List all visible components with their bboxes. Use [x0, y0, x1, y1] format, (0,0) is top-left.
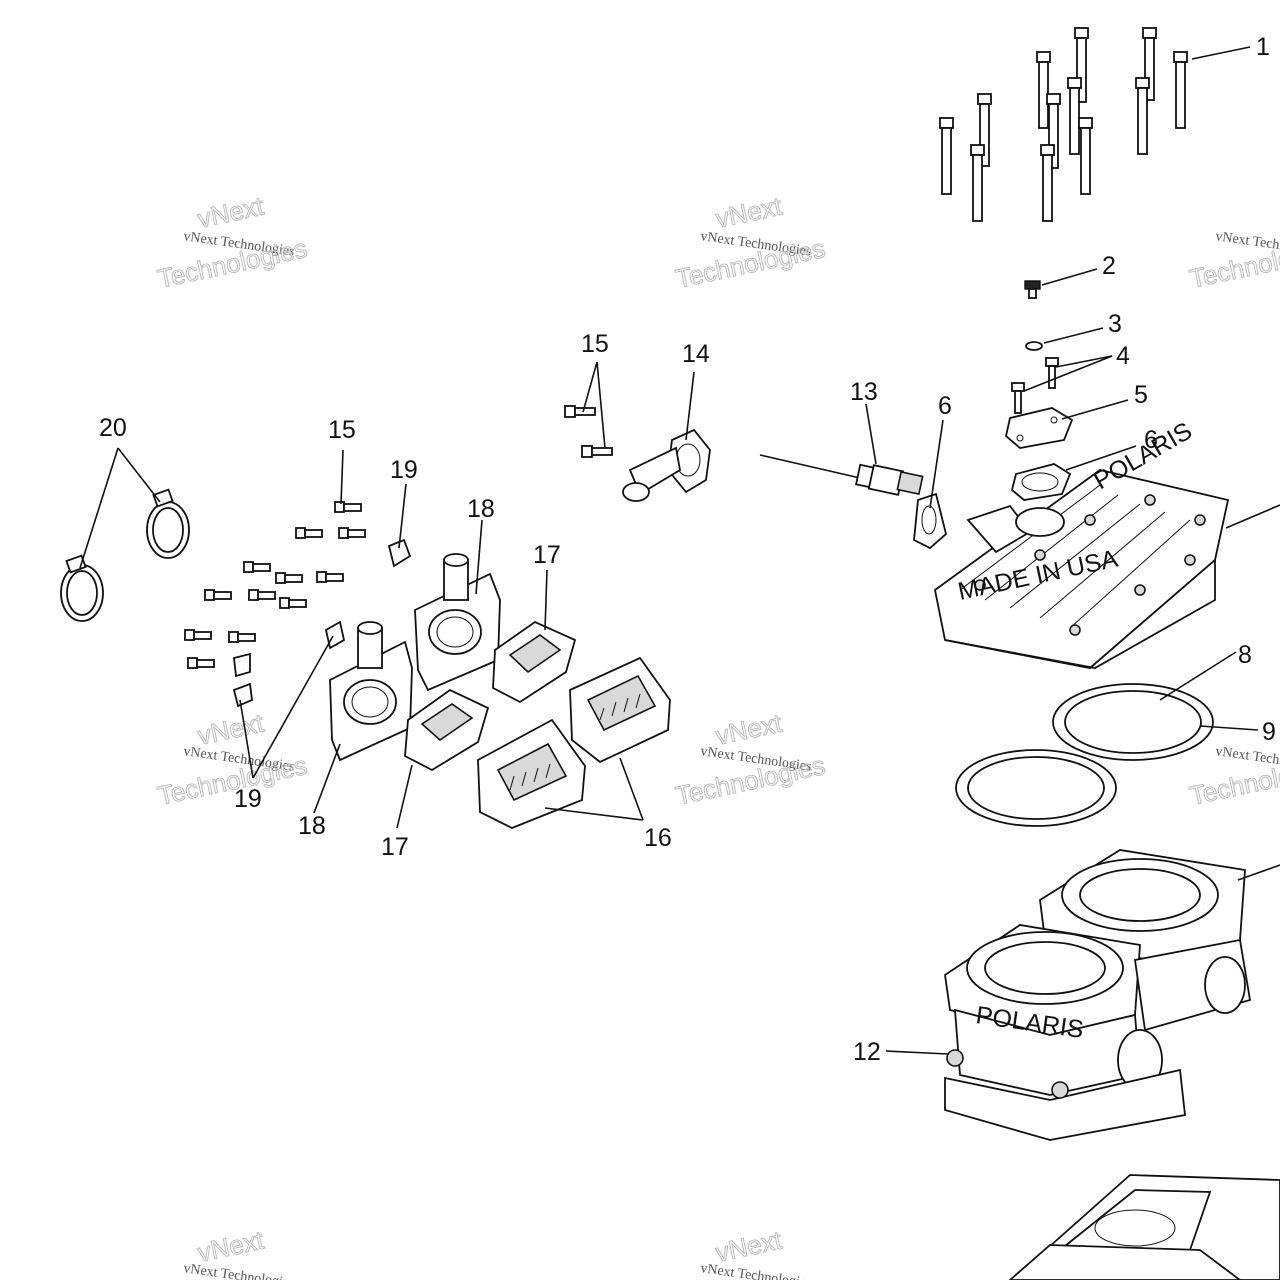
- item-16-reed-block-lower: [477, 718, 586, 829]
- screw: [243, 561, 271, 573]
- screw: [184, 629, 212, 641]
- callout-4: 4: [1116, 342, 1130, 370]
- svg-text:vNext: vNext: [195, 191, 267, 234]
- svg-text:vNext Technologies: vNext Technologies: [699, 1261, 812, 1280]
- callout-8: 8: [1238, 641, 1252, 669]
- svg-text:vNext: vNext: [713, 708, 785, 751]
- head-bolts: [939, 27, 1188, 222]
- callout-18-upper: 18: [467, 495, 495, 523]
- callout-labels: 1 2 3 4 5 6 6 8 9 12 13 14 15 15 16 17 1…: [99, 33, 1276, 1066]
- callout-17-upper: 17: [533, 541, 561, 569]
- item-17-stuffer-upper: [492, 620, 577, 704]
- item-14-outlet: [622, 428, 711, 502]
- base-gaskets: [1008, 1174, 1280, 1280]
- bolt: [1036, 51, 1051, 129]
- callout-3: 3: [1108, 310, 1122, 338]
- callout-15-left: 15: [328, 416, 356, 444]
- callout-6-lower: 6: [1144, 426, 1158, 454]
- callout-15-right: 15: [581, 330, 609, 358]
- screw: [316, 571, 344, 583]
- bolt: [1135, 77, 1150, 155]
- svg-text:vNext Technologies: vNext Technologies: [182, 1261, 295, 1280]
- screw: [187, 657, 215, 669]
- cylinder-block: POLARIS: [944, 849, 1252, 1141]
- bolt: [1142, 27, 1157, 101]
- item-18-reed-housing-upper: [414, 553, 501, 692]
- watermark-mid-right: vNext Technologies Technologies: [1187, 744, 1280, 811]
- watermark-top-right: vNext Technologies Technologies: [1187, 229, 1280, 294]
- watermark-top-mid: vNext vNext Technologies Technologies: [673, 190, 829, 294]
- bolt: [1046, 93, 1061, 169]
- callout-19-upper: 19: [390, 456, 418, 484]
- screw: [248, 589, 276, 601]
- item-4-screws: [1011, 357, 1059, 414]
- screw: [228, 631, 256, 643]
- item-6-gasket-upper: [1010, 463, 1072, 501]
- callout-19-lower: 19: [234, 785, 262, 813]
- callout-12: 12: [853, 1038, 881, 1066]
- cylinder-head: POLARIS MADE IN USA: [934, 417, 1230, 669]
- callout-9: 9: [1262, 718, 1276, 746]
- bolt: [1067, 77, 1082, 155]
- item-8-9-rings: [955, 683, 1214, 827]
- watermark-bottom-left: vNext vNext Technologies: [182, 1224, 295, 1280]
- item-5-cover-plate: [1005, 407, 1074, 449]
- watermark-mid-center: vNext vNext Technologies Technologies: [673, 707, 829, 811]
- item-17-stuffer-lower: [404, 688, 490, 772]
- callout-5: 5: [1134, 381, 1148, 409]
- item-13-sensor: [759, 454, 924, 496]
- svg-text:vNext: vNext: [713, 191, 785, 234]
- watermark-bottom-center: vNext vNext Technologies: [699, 1224, 812, 1280]
- bolt: [977, 93, 992, 167]
- item-16-reed-block-upper: [569, 656, 671, 764]
- item-15-screws-left: [184, 501, 366, 669]
- item-3-washer: [1025, 341, 1043, 351]
- bolt: [970, 144, 985, 222]
- screw: [275, 572, 303, 584]
- callout-16: 16: [644, 824, 672, 852]
- svg-text:vNext: vNext: [713, 1225, 785, 1268]
- screw: [204, 589, 232, 601]
- callout-18-lower: 18: [298, 812, 326, 840]
- item-20-hose-clamps: [60, 488, 190, 622]
- callout-14: 14: [682, 340, 710, 368]
- bolt: [1040, 144, 1055, 222]
- item-18-reed-housing-lower: [329, 621, 413, 762]
- leader-lines: [79, 46, 1280, 1055]
- bolt: [939, 117, 954, 195]
- callout-2: 2: [1102, 252, 1116, 280]
- screw: [334, 501, 362, 513]
- watermark-mid-left: vNext vNext Technologies Technologies: [155, 707, 311, 811]
- callout-20: 20: [99, 414, 127, 442]
- screw: [338, 527, 366, 539]
- callout-17-lower: 17: [381, 833, 409, 861]
- svg-text:vNext: vNext: [195, 708, 267, 751]
- callout-6-upper: 6: [938, 392, 952, 420]
- bolt: [1078, 117, 1093, 195]
- bolt: [1074, 27, 1089, 103]
- watermark-top-left: vNext vNext Technologies Technologies: [155, 190, 311, 294]
- bolt: [1173, 51, 1188, 129]
- item-2-screw: [1024, 280, 1041, 299]
- callout-13: 13: [850, 378, 878, 406]
- screw: [295, 527, 323, 539]
- item-15-screws-right: [564, 405, 613, 458]
- item-19-clips: [232, 538, 412, 708]
- callout-1: 1: [1256, 33, 1270, 61]
- item-6-gasket-lower: [913, 492, 948, 550]
- screw: [279, 597, 307, 609]
- svg-text:vNext: vNext: [195, 1225, 267, 1268]
